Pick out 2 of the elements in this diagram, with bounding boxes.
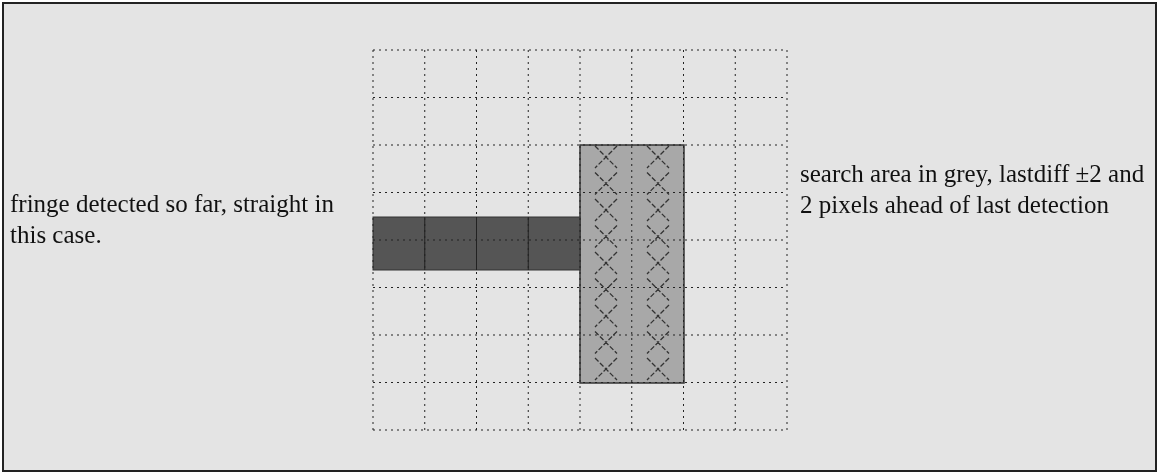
note-text: fringe detected so far, straight in this case. (10, 189, 335, 250)
note-text: search area in grey, lastdiff ±2 and 2 pixels ahead of last detection (800, 159, 1146, 220)
